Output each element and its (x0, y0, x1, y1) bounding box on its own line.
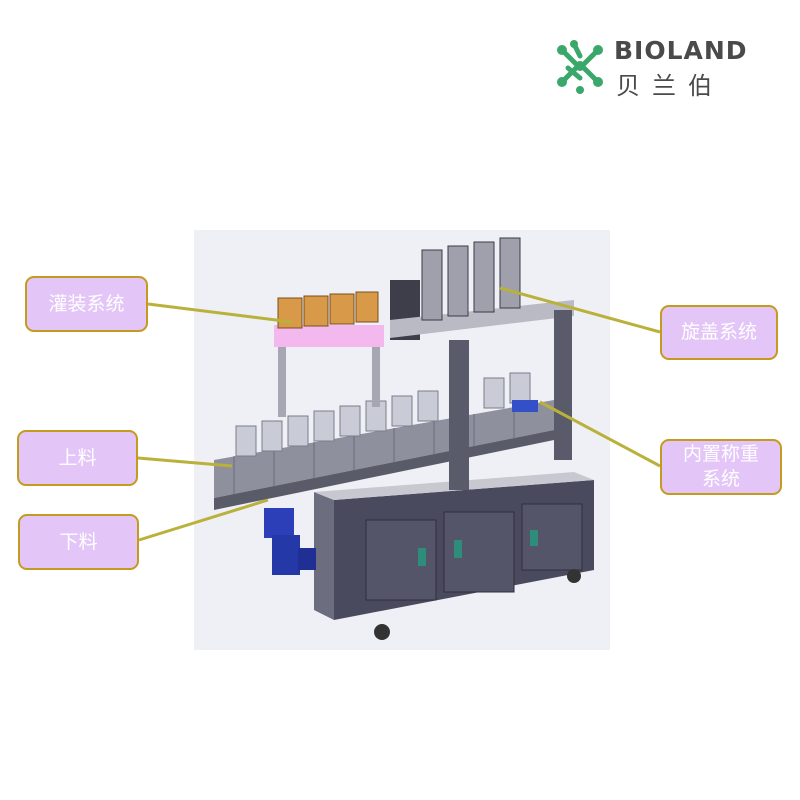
label-loading: 上料 (17, 430, 138, 486)
bottles (235, 372, 531, 457)
label-weighing-system: 内置称重 系统 (660, 439, 782, 495)
logo-name-en: BIOLAND (614, 36, 748, 65)
logo-name-cn: 贝兰伯 (616, 72, 724, 100)
cabinet-handle (454, 540, 462, 558)
cabinet-handle (530, 530, 538, 546)
bioland-logo: BIOLAND 贝兰伯 (552, 36, 772, 100)
weighing-sensor (512, 400, 538, 412)
filling-machine-illustration (194, 230, 610, 650)
cabinet-side (314, 492, 334, 620)
cabinet-handle (418, 548, 426, 566)
label-weighing-line2: 系统 (701, 468, 740, 490)
label-weighing-line1: 内置称重 (682, 443, 759, 466)
label-unloading: 下料 (18, 514, 139, 570)
filling-platform (274, 325, 384, 347)
motor (264, 508, 294, 538)
label-capping-system: 旋盖系统 (660, 305, 778, 360)
label-filling-system: 灌装系统 (25, 276, 148, 332)
molecule-logo-icon (557, 40, 603, 94)
